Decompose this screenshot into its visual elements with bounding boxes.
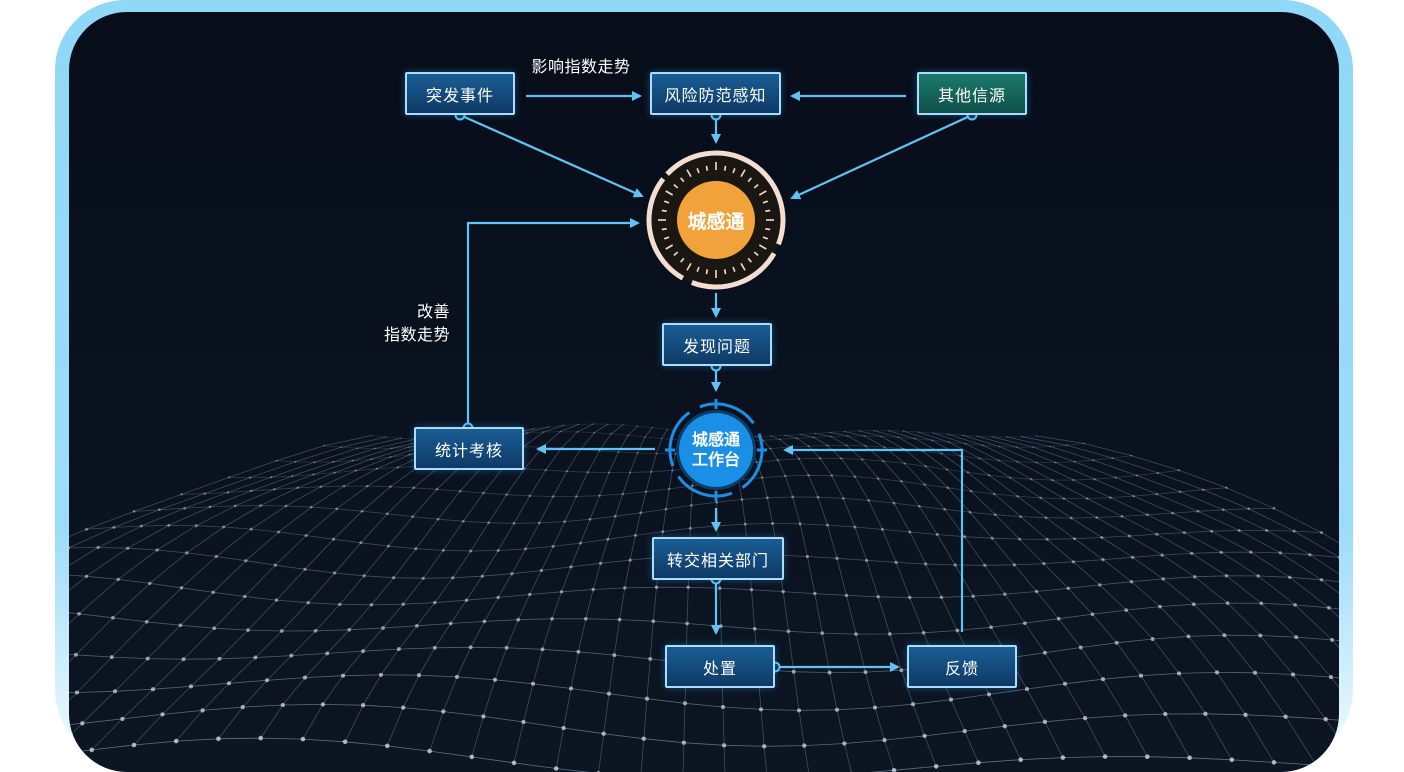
mesh-dot: [90, 748, 95, 753]
hub-platform-title[interactable]: 城感通 工作台: [676, 428, 756, 472]
mesh-dot: [301, 737, 306, 742]
mesh-dot: [385, 744, 390, 749]
label-improve-line1: 改善: [370, 300, 450, 323]
node-risk-prevention[interactable]: 风险防范感知: [650, 72, 781, 115]
mesh-dot: [1314, 763, 1319, 768]
label-influence: 影响指数走势: [528, 55, 634, 78]
hub-tick: [725, 269, 726, 274]
mesh-dot: [174, 739, 179, 744]
mesh-dot: [976, 760, 981, 765]
mesh-dot: [882, 738, 886, 742]
hub-platform-line2: 工作台: [692, 450, 740, 470]
mesh-dot: [1103, 754, 1108, 759]
mesh-dot: [722, 743, 726, 747]
mesh-dot: [1061, 755, 1066, 760]
node-statistics[interactable]: 统计考核: [414, 427, 524, 470]
mesh-dot: [1018, 757, 1023, 762]
node-find-problem[interactable]: 发现问题: [662, 323, 772, 366]
hub-tick: [706, 166, 707, 171]
arrow-sources-to-hub: [792, 115, 972, 198]
mesh-dot: [512, 761, 517, 766]
hub-tick: [706, 269, 707, 274]
arrow-event-to-hub: [460, 115, 642, 196]
node-feedback[interactable]: 反馈: [907, 645, 1017, 688]
node-sudden-event[interactable]: 突发事件: [405, 72, 515, 115]
mesh-dot: [427, 749, 432, 754]
hub-tick: [662, 210, 667, 211]
mesh-dot: [934, 764, 939, 769]
mesh-dot: [762, 744, 766, 748]
mesh-dot: [132, 743, 137, 748]
mesh-dot: [216, 737, 221, 742]
node-handle[interactable]: 处置: [665, 645, 775, 688]
hub-platform-line1: 城感通: [692, 430, 740, 450]
arrow-stats-to-hub: [468, 223, 638, 427]
mesh-dot: [343, 740, 348, 745]
hub-tick: [725, 166, 726, 171]
arrow-feedback-to-platform: [785, 450, 962, 632]
hub-tick: [765, 210, 770, 211]
node-transfer[interactable]: 转交相关部门: [652, 537, 784, 580]
mesh-dot: [1272, 760, 1277, 765]
mesh-dot: [682, 741, 686, 745]
mesh-dot: [1145, 754, 1150, 759]
label-improve-line2: 指数走势: [370, 323, 450, 346]
mesh-dot: [470, 755, 475, 760]
mesh-dot: [642, 737, 646, 741]
mesh-dot: [1187, 756, 1192, 761]
mesh-dot: [892, 768, 897, 772]
mesh-dot: [554, 766, 559, 771]
mesh-dot: [842, 741, 846, 745]
mesh-dot: [802, 743, 806, 747]
mesh-dot: [1230, 758, 1235, 763]
node-other-sources[interactable]: 其他信源: [917, 72, 1027, 115]
hub-tick: [765, 229, 770, 230]
hub-tick: [662, 229, 667, 230]
mesh-dot: [258, 736, 263, 741]
label-improve: 改善 指数走势: [370, 300, 450, 346]
hub-main-title[interactable]: 城感通: [676, 200, 756, 240]
